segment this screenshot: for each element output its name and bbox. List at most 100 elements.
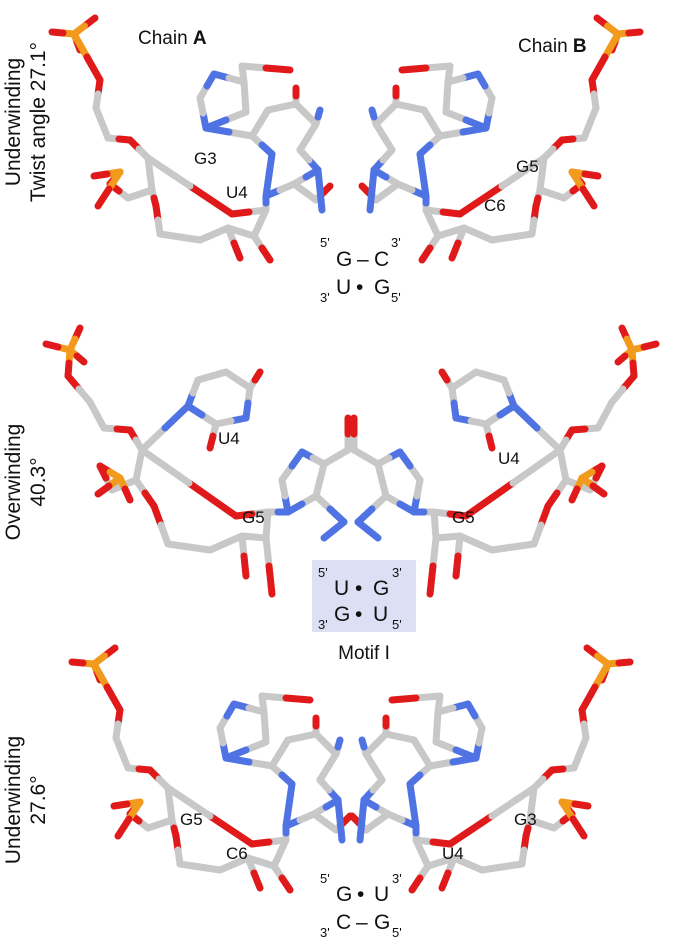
residue-label: U4 [498, 449, 520, 468]
panel-1-base-pair-notation: 5' G – C 3' 3' U • G 5' [320, 235, 401, 305]
bond [416, 150, 427, 179]
panel-2-left-structure [42, 324, 352, 598]
pair-base: G [336, 883, 352, 906]
pair-prime: 3' [320, 925, 330, 940]
chain-b-label: Chain B [518, 36, 587, 57]
bond [206, 432, 217, 452]
pair-prime: 3' [318, 617, 328, 632]
bond [456, 182, 506, 218]
bond [70, 30, 91, 61]
residue-label: G3 [194, 149, 217, 168]
bond [422, 62, 454, 72]
bond [185, 479, 240, 520]
bond [533, 424, 564, 454]
panel-1-side-label-line-1: Underwinding [2, 58, 25, 186]
bond [571, 800, 592, 810]
motif-box [312, 560, 416, 632]
pair-prime: 5' [392, 925, 402, 940]
bond [164, 784, 214, 820]
bond [206, 812, 256, 848]
bond [242, 738, 270, 754]
pair-link: • [355, 577, 362, 600]
bond [184, 402, 206, 419]
bond [202, 116, 230, 132]
bond [591, 660, 612, 691]
bond [94, 482, 113, 498]
pair-prime: 3' [392, 871, 402, 886]
pair-prime: 3' [320, 290, 330, 305]
bond [42, 340, 62, 351]
pair-base: C [374, 248, 389, 271]
bond [138, 424, 169, 454]
pair-base: U [373, 603, 388, 626]
bond [408, 874, 424, 894]
pair-prime: 5' [320, 235, 330, 250]
bond [358, 182, 373, 197]
residue-label: C6 [226, 844, 248, 863]
bond [452, 552, 462, 580]
bond [436, 128, 467, 140]
bond [569, 815, 588, 840]
bond [285, 780, 296, 809]
bond [388, 694, 420, 704]
bond [438, 368, 451, 384]
bond [510, 402, 541, 432]
bond [418, 244, 434, 264]
bond [262, 171, 273, 200]
bond [250, 869, 264, 892]
pair-prime: 5' [392, 617, 402, 632]
bond [336, 816, 346, 844]
bond [356, 816, 366, 844]
residue-label: G5 [452, 508, 475, 527]
pair-prime: 5' [318, 565, 328, 580]
bond [240, 552, 250, 580]
panel-1-chain-a-structure [48, 14, 334, 264]
pair-base: G [336, 248, 352, 271]
bond [94, 185, 113, 210]
bond [225, 128, 256, 140]
bond [314, 106, 324, 121]
bond [316, 186, 326, 214]
bond [488, 543, 517, 554]
bond [589, 482, 608, 498]
bond [446, 812, 496, 848]
pair-base: C [336, 911, 351, 934]
bond [396, 500, 418, 516]
bond [48, 28, 67, 37]
bond [509, 540, 538, 551]
motif-label: Motif I [338, 643, 390, 664]
bond [579, 185, 598, 210]
bond [462, 479, 517, 520]
panel-3-side-label-line-2: 27.6° [27, 775, 50, 824]
residue-label: G5 [242, 508, 265, 527]
bond [222, 746, 250, 762]
residue-label: G5 [516, 157, 539, 176]
residue-label: U4 [442, 844, 464, 863]
bond [320, 526, 338, 542]
panel-2-base-pair-notation: 5' U • G 3' 3' G • U 5' [318, 565, 402, 632]
bond [409, 801, 420, 830]
bond [578, 683, 599, 714]
bond [640, 340, 660, 351]
bond [265, 562, 276, 598]
pair-base: G [334, 603, 350, 626]
bond [265, 150, 276, 179]
residue-label: U4 [218, 429, 240, 448]
bond [110, 800, 131, 810]
bond [462, 116, 490, 132]
bond [121, 485, 134, 504]
bond [230, 239, 244, 262]
bond [452, 746, 480, 762]
bond [509, 446, 564, 487]
bond [185, 543, 214, 554]
bond [358, 736, 368, 751]
bond [90, 170, 111, 180]
bond [319, 182, 334, 197]
bond [262, 64, 294, 74]
bond [258, 244, 274, 264]
bond [282, 694, 314, 704]
bond [406, 780, 417, 809]
pair-prime: 5' [391, 290, 401, 305]
bond [83, 53, 104, 84]
